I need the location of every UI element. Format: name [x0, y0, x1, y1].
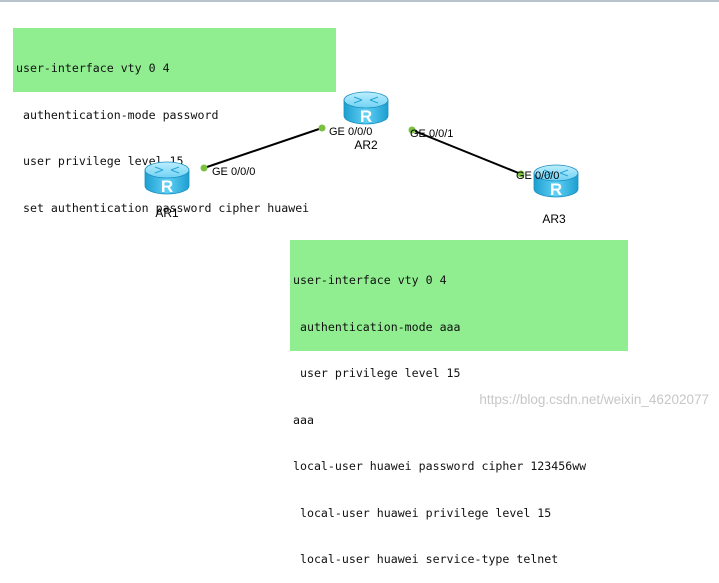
port-dot [200, 164, 208, 172]
interface-label: GE 0/0/0 [212, 166, 255, 178]
config-line: user-interface vty 0 4 [293, 273, 447, 287]
config-line: user privilege level 15 [293, 366, 461, 380]
router-label-ar3: AR3 [542, 212, 566, 226]
port-dot [517, 170, 525, 178]
router-label-ar2: AR2 [354, 138, 378, 152]
link-ar2-ar3 [411, 129, 522, 175]
router-ar2[interactable]: R [343, 91, 389, 126]
interface-label: GE 0/0/1 [410, 128, 453, 140]
config-line: local-user huawei service-type telnet [293, 552, 559, 566]
config-line: local-user huawei privilege level 15 [293, 505, 552, 520]
config-line: local-user huawei password cipher 123456… [293, 459, 587, 473]
link-ar1-ar2 [203, 127, 323, 169]
config-line: aaa [293, 412, 314, 427]
router-label-ar1: AR1 [155, 206, 179, 220]
router-ar3[interactable]: R [533, 164, 579, 199]
interface-label: GE 0/0/0 [329, 126, 372, 138]
router-ar1[interactable]: R [144, 161, 190, 196]
config-box-top: user-interface vty 0 4 authentication-mo… [13, 28, 336, 215]
config-line: user-interface vty 0 4 [16, 61, 170, 75]
config-line: authentication-mode password [16, 107, 219, 122]
config-line: authentication-mode aaa [293, 319, 461, 334]
router-letter: R [550, 180, 562, 199]
port-dot [408, 126, 416, 134]
router-letter: R [360, 107, 372, 126]
network-topology: R AR1 GE 0/0/0 R AR2 GE 0/0/0 GE 0/0/1 R… [144, 91, 579, 226]
port-dot [318, 124, 326, 132]
interface-label: GE 0/0/0 [516, 170, 559, 182]
config-line: set authentication password cipher huawe… [16, 200, 310, 215]
top-border [0, 0, 719, 2]
config-box-bottom: user-interface vty 0 4 authentication-mo… [290, 240, 628, 566]
router-letter: R [161, 177, 173, 196]
watermark: https://blog.csdn.net/weixin_46202077 [479, 392, 709, 407]
